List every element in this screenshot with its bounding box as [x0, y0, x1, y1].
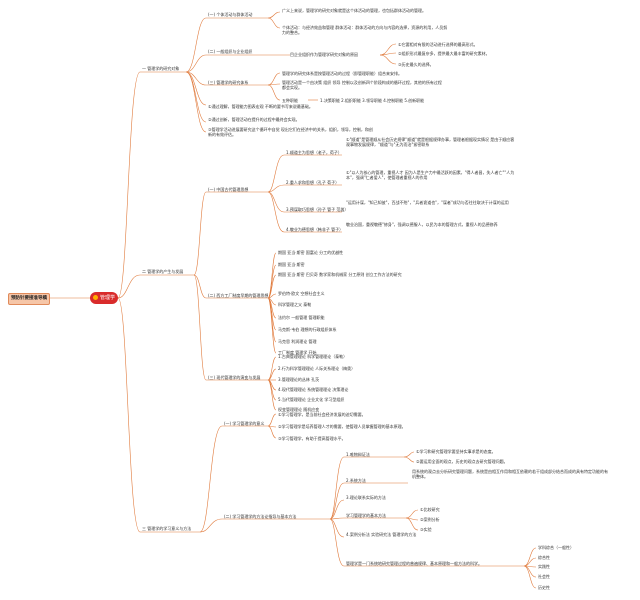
- b3-significance[interactable]: (一) 学习管理学的意义: [224, 421, 265, 426]
- b1-reason-3: ③历史最久的选择。: [398, 62, 434, 67]
- b2-modern-4: 4.现代管理理论 系统管理理论 决策理论: [278, 387, 349, 392]
- b2-china-ancient[interactable]: (一) 中国古代管理思想: [208, 187, 249, 192]
- b2-west-2: 期国 亚当·斯密: [278, 262, 305, 267]
- b3-method-practice[interactable]: 3.理论联系实际的方法: [346, 495, 386, 500]
- branch-history[interactable]: 二 管理学的产生与发展: [142, 269, 184, 274]
- b1-note-2: ②通过创新，管理活动在提升的过程中最终会实现。: [208, 117, 300, 122]
- branch-learning[interactable]: 三 管理学的学习意义与方法: [142, 526, 192, 531]
- b1-system-detail-1: 管理学的研究体系是按管理活动的过程（即管理职能）组合来安排。: [282, 71, 402, 76]
- b3-basic-methods[interactable]: 学习管理学的基本方法: [346, 513, 386, 518]
- b2-west-9: 工厂制度 管理学 开始: [278, 350, 317, 355]
- b3-nature-1: 学科综合（一般性）: [538, 545, 574, 550]
- b3-method-case: 4.案例分析法 实验研究法 管理学的方法: [346, 532, 417, 537]
- b2-thought-3-detail: "运用计谋，"知己知彼"，百战不殆"，"兵者诡道也"，"谋者"成功与否往往取决于…: [346, 200, 509, 205]
- b3-nature-4: 社会性: [538, 574, 550, 579]
- b2-thought-4-detail: 敬业治国，重视敬德"修身"，强调以德服人，以民为本的管理方式，重视人的品德修养: [346, 222, 498, 227]
- b3-nature-5: 历史性: [538, 585, 550, 590]
- b2-thought-4[interactable]: 4.敬业为德思想（韩非子 管子）: [286, 227, 344, 232]
- b3-dialectics-2: ②要运用全面的观点，历史的观点去研究管理问题。: [416, 459, 508, 464]
- b1-note-3: ③管理学活动进展要研究这个循环中自觉 现出它们在经济中的关系，组织，领导，控制，…: [208, 127, 373, 137]
- b2-thought-2[interactable]: 2.重人求和思想（孔子 荀子）: [286, 180, 340, 185]
- b2-thought-2-detail: ①"以人为核心的管理，重视人才 因为人是生产力中最活跃的因素，"得人者昌，失人者…: [346, 170, 515, 180]
- b2-west-3: 期国 亚当·斯密 巴贝奇 数学家和机械家 分工原则 创立工作方法的研究: [278, 272, 402, 277]
- b1-system-detail-2: 管理活动是一个由决策 组织 领导 控制以及创新四个阶段构成的循环过程，其他的所有…: [282, 80, 442, 90]
- b1-note-1: ①通过理解，管理能力图表宏观 不断的要书写来说最基础。: [208, 104, 313, 109]
- b2-thought-1[interactable]: 1.顺道主为思想（老子，荀子）: [286, 150, 342, 155]
- b2-modern-6: 权变管理理论 随机应变: [278, 407, 320, 412]
- b2-modern-3: 3.管理理论的丛林 孔茨: [278, 377, 320, 382]
- b1-reason-1: ①它要相对有限的活动进行选择的最高形式。: [398, 42, 478, 47]
- b2-west-4: 罗伯特·欧文 空想社会主义: [278, 291, 325, 296]
- b2-modern-5: 5.当代管理理论 企业文化 学习型组织: [278, 397, 345, 402]
- b1-reason-2: ②组织形式最复杂多，提供最大最丰富的研究素材。: [398, 51, 490, 56]
- b3-dialectics-1: ①学习和研究管理学要坚持实事求是的态度。: [416, 449, 496, 454]
- b3-significance-1: ①学习管理学，是当前社会经济发展的迫切需要。: [278, 412, 366, 417]
- b2-modern-development[interactable]: (三) 现代管理学的演变与发展: [208, 375, 261, 380]
- b3-method-dialectics[interactable]: 1.唯物辩证法: [346, 452, 370, 457]
- b3-nature-3: 实践性: [538, 564, 550, 569]
- central-topic[interactable]: 管理学: [90, 292, 118, 304]
- topic-marker-icon: [92, 295, 98, 300]
- b1-five-functions-list: 1.决策职能 2.组织职能 3.领导职能 4.控制职能 5.创新职能: [320, 98, 425, 103]
- b3-methods[interactable]: (二) 学习管理学的方法论指导与基本方法: [224, 514, 297, 519]
- b3-definition: 管理学是一门系统地研究管理过程的普遍规律、基本原理和一般方法的科学。: [346, 561, 482, 566]
- b3-system-detail: 用系统的观点去分析研究管理问题，系统是由相互作用和相互依赖的若干组成部分结合而成…: [412, 469, 608, 479]
- b1-research-system[interactable]: (三) 管理学的研究体系: [208, 80, 249, 85]
- b1-individual-group-detail-2: 个体活动：与经济效益和管理 群体活动：群体活动的方向与内容的选择，资源的利用，人…: [282, 25, 448, 35]
- b2-west-7: 马克斯·韦伯 理想的行政组织体系: [278, 327, 337, 332]
- b2-modern-1: 1.古典管理理论 科学管理理论（泰勒）: [278, 354, 348, 359]
- b1-individual-group-detail-1: 广义上来说，管理学的研究对象就是这个体活动的管理，也包括群体活动的管理。: [282, 8, 426, 13]
- b1-org-enterprise[interactable]: (二) 一般组织与企业组织: [208, 49, 253, 54]
- b3-significance-3: ③学习管理学，有助于提高管理水平。: [278, 436, 346, 441]
- b3-significance-2: ②学习管理学是培养管理人才的需要，使管理人员掌握管理的基本原理。: [278, 424, 406, 429]
- b2-west-6: 法约尔 一般管理 管理职能: [278, 315, 325, 320]
- b3-nature-2: 综合性: [538, 555, 550, 560]
- b2-thought-1-detail: ①"顺道"是管理顺从社会历史规律"顺道"就是根据规律办事，管理者根据现实情况 是…: [346, 137, 515, 147]
- b2-thought-3[interactable]: 3.预谋取巧思想（孙子 管子 范蠡）: [286, 207, 349, 212]
- b1-enterprise-reason: 目企业组织作为管理学研究对象的原因: [290, 52, 358, 57]
- root-topic[interactable]: 预防针要接准导稿: [8, 293, 50, 305]
- b2-west-8: 马克思 利润理论 管理: [278, 339, 317, 344]
- branch-research-object[interactable]: 一 管理学的研究对象: [142, 66, 180, 71]
- b3-basic-1: ①比较研究: [420, 507, 440, 512]
- b1-five-functions: 五种职能: [282, 98, 298, 103]
- b2-west-1: 期国 亚当·斯密 国富论 分工的优越性: [278, 250, 344, 255]
- b3-basic-3: ③实验: [420, 527, 432, 532]
- b3-method-system[interactable]: 2.系统方法: [346, 478, 366, 483]
- b1-individual-group[interactable]: (一) 个体活动与群体活动: [208, 12, 253, 17]
- b2-west-factory[interactable]: (二) 西方工厂制度早期的管理思想: [208, 293, 269, 298]
- b3-basic-2: ②案例分析: [420, 517, 440, 522]
- b2-west-5: 科学管理之父 泰勒: [278, 302, 312, 307]
- central-topic-label: 管理学: [99, 295, 115, 301]
- b2-modern-2: 2.行为科学管理理论 人际关系理论（梅奥）: [278, 366, 356, 371]
